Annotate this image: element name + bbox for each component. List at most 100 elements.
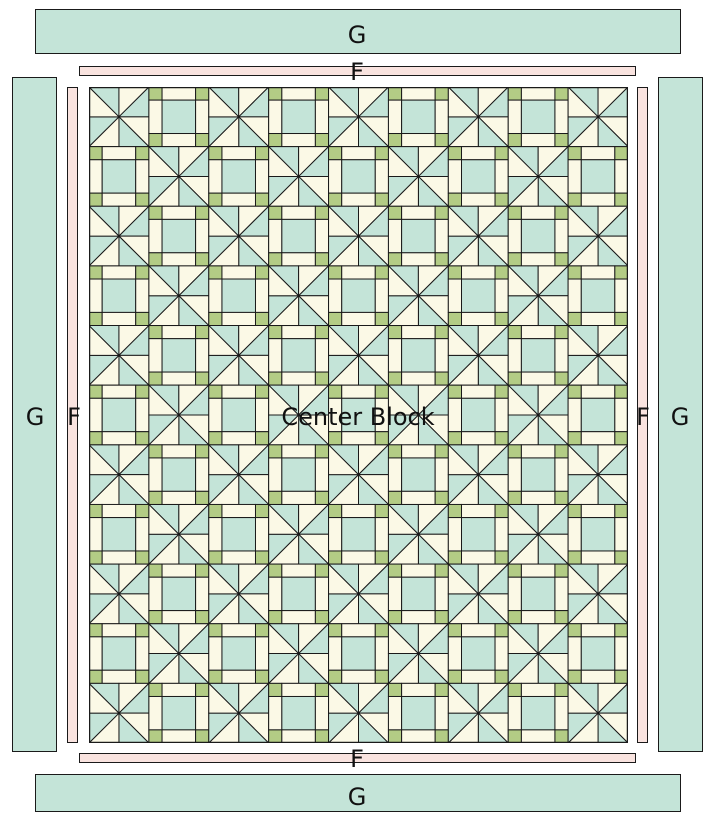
nine-patch-bar bbox=[342, 193, 376, 206]
nine-patch-cornerstone bbox=[615, 312, 628, 325]
nine-patch-bar bbox=[521, 87, 555, 100]
nine-patch-center bbox=[102, 279, 136, 312]
nine-patch-center bbox=[462, 398, 496, 431]
nine-patch-cornerstone bbox=[568, 504, 581, 517]
nine-patch-bar bbox=[102, 504, 136, 517]
nine-patch-cornerstone bbox=[568, 193, 581, 206]
nine-patch-cornerstone bbox=[269, 683, 282, 696]
nine-patch-cornerstone bbox=[448, 266, 461, 279]
nine-patch-cornerstone bbox=[315, 206, 328, 219]
nine-patch-bar bbox=[102, 193, 136, 206]
nine-patch-cornerstone bbox=[329, 551, 342, 564]
nine-patch-cornerstone bbox=[508, 87, 521, 100]
nine-patch-bar bbox=[136, 637, 149, 670]
nine-patch-cornerstone bbox=[196, 134, 209, 147]
nine-patch-cornerstone bbox=[269, 564, 282, 577]
nine-patch-cornerstone bbox=[149, 564, 162, 577]
nine-patch-cornerstone bbox=[315, 253, 328, 266]
nine-patch-cornerstone bbox=[615, 147, 628, 160]
nine-patch-cornerstone bbox=[375, 432, 388, 445]
nine-patch-bar bbox=[255, 518, 268, 551]
nine-patch-bar bbox=[282, 611, 316, 624]
nine-patch-center bbox=[462, 279, 496, 312]
nine-patch-cornerstone bbox=[388, 491, 401, 504]
nine-patch-cornerstone bbox=[196, 372, 209, 385]
nine-patch-center bbox=[162, 458, 196, 491]
nine-patch-center bbox=[521, 339, 555, 372]
nine-patch-cornerstone bbox=[315, 564, 328, 577]
nine-patch-center bbox=[222, 398, 256, 431]
nine-patch-bar bbox=[342, 504, 376, 517]
nine-patch-bar bbox=[342, 551, 376, 564]
nine-patch-cornerstone bbox=[329, 266, 342, 279]
nine-patch-bar bbox=[581, 385, 615, 398]
nine-patch-cornerstone bbox=[329, 147, 342, 160]
nine-patch-bar bbox=[435, 696, 448, 729]
nine-patch-cornerstone bbox=[495, 266, 508, 279]
nine-patch-center bbox=[521, 577, 555, 610]
nine-patch-center bbox=[222, 518, 256, 551]
nine-patch-bar bbox=[448, 637, 461, 670]
nine-patch-cornerstone bbox=[196, 611, 209, 624]
nine-patch-cornerstone bbox=[329, 385, 342, 398]
nine-patch-cornerstone bbox=[196, 491, 209, 504]
nine-patch-bar bbox=[282, 491, 316, 504]
nine-patch-cornerstone bbox=[448, 385, 461, 398]
nine-patch-cornerstone bbox=[448, 193, 461, 206]
nine-patch-bar bbox=[402, 134, 436, 147]
nine-patch-bar bbox=[342, 385, 376, 398]
nine-patch-bar bbox=[495, 637, 508, 670]
nine-patch-bar bbox=[555, 100, 568, 133]
nine-patch-bar bbox=[495, 398, 508, 431]
nine-patch-bar bbox=[448, 518, 461, 551]
nine-patch-center bbox=[102, 518, 136, 551]
nine-patch-cornerstone bbox=[508, 445, 521, 458]
nine-patch-bar bbox=[282, 445, 316, 458]
left-border-f-label: F bbox=[67, 405, 81, 429]
nine-patch-cornerstone bbox=[136, 147, 149, 160]
nine-patch-bar bbox=[149, 577, 162, 610]
nine-patch-cornerstone bbox=[149, 445, 162, 458]
nine-patch-bar bbox=[282, 683, 316, 696]
nine-patch-bar bbox=[269, 219, 282, 252]
nine-patch-center bbox=[342, 518, 376, 551]
nine-patch-bar bbox=[162, 611, 196, 624]
nine-patch-center bbox=[581, 637, 615, 670]
nine-patch-center bbox=[402, 577, 436, 610]
nine-patch-cornerstone bbox=[136, 312, 149, 325]
nine-patch-cornerstone bbox=[315, 134, 328, 147]
nine-patch-center bbox=[342, 637, 376, 670]
nine-patch-bar bbox=[102, 385, 136, 398]
nine-patch-bar bbox=[521, 372, 555, 385]
nine-patch-bar bbox=[375, 279, 388, 312]
nine-patch-cornerstone bbox=[435, 206, 448, 219]
nine-patch-bar bbox=[402, 683, 436, 696]
nine-patch-cornerstone bbox=[375, 504, 388, 517]
nine-patch-bar bbox=[615, 398, 628, 431]
nine-patch-cornerstone bbox=[89, 193, 102, 206]
nine-patch-bar bbox=[521, 445, 555, 458]
nine-patch-center bbox=[162, 577, 196, 610]
nine-patch-cornerstone bbox=[255, 193, 268, 206]
nine-patch-cornerstone bbox=[448, 312, 461, 325]
nine-patch-cornerstone bbox=[568, 147, 581, 160]
nine-patch-bar bbox=[196, 100, 209, 133]
nine-patch-bar bbox=[495, 518, 508, 551]
nine-patch-bar bbox=[209, 637, 222, 670]
nine-patch-cornerstone bbox=[375, 147, 388, 160]
nine-patch-center bbox=[521, 696, 555, 729]
nine-patch-bar bbox=[222, 624, 256, 637]
nine-patch-cornerstone bbox=[89, 624, 102, 637]
nine-patch-cornerstone bbox=[508, 206, 521, 219]
nine-patch-bar bbox=[581, 193, 615, 206]
nine-patch-bar bbox=[521, 326, 555, 339]
nine-patch-cornerstone bbox=[255, 147, 268, 160]
nine-patch-cornerstone bbox=[435, 683, 448, 696]
nine-patch-cornerstone bbox=[149, 611, 162, 624]
nine-patch-bar bbox=[282, 206, 316, 219]
nine-patch-cornerstone bbox=[555, 326, 568, 339]
nine-patch-bar bbox=[402, 611, 436, 624]
nine-patch-cornerstone bbox=[435, 134, 448, 147]
nine-patch-bar bbox=[435, 339, 448, 372]
nine-patch-bar bbox=[209, 518, 222, 551]
